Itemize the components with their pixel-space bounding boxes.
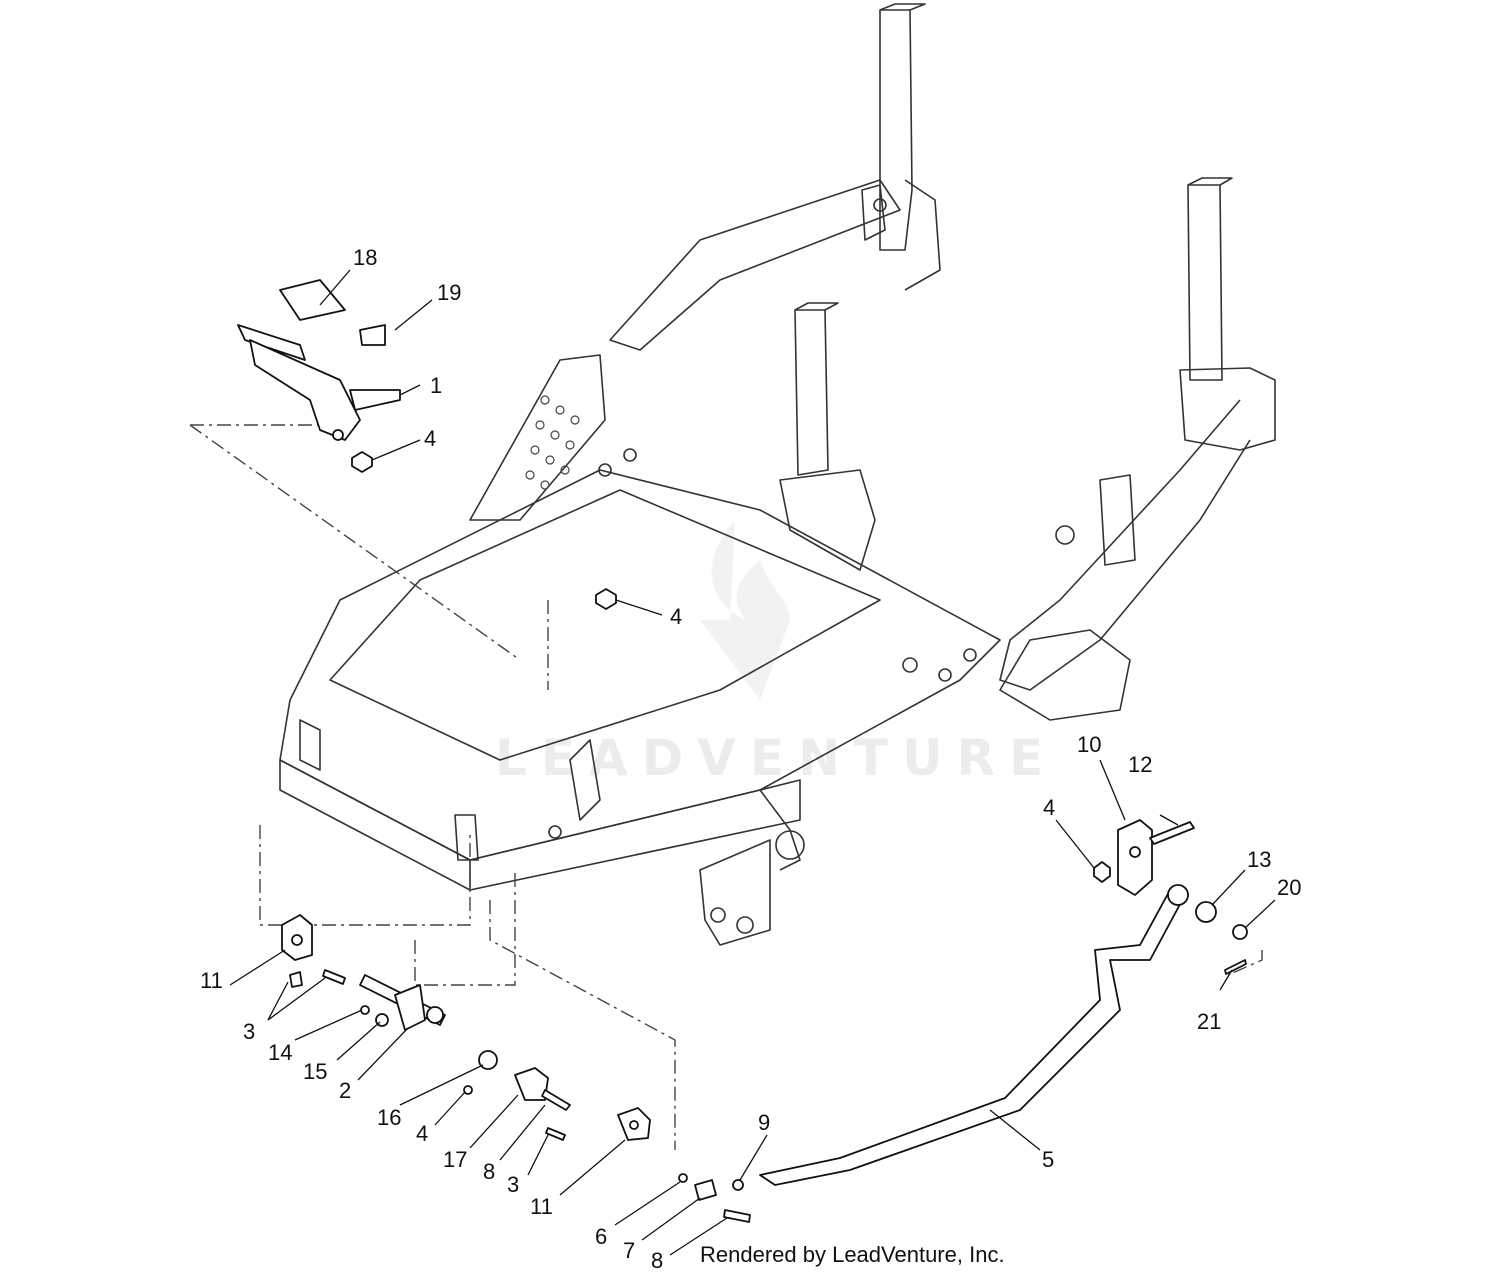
assembly-lines (189, 424, 1263, 1150)
callout-label[interactable]: 8 (651, 1248, 663, 1273)
right-link-assembly (759, 819, 1248, 1186)
nut-part-4-right (1093, 861, 1111, 883)
nut-part-4-mid (595, 588, 617, 610)
callout-label[interactable]: 11 (530, 1194, 553, 1219)
callout-label[interactable]: 8 (483, 1159, 495, 1184)
plate-holes (525, 395, 580, 490)
callout-label[interactable]: 1 (430, 373, 442, 398)
callout-label[interactable]: 4 (1043, 795, 1055, 820)
bolt-part-12 (1149, 821, 1195, 845)
callout-label[interactable]: 19 (437, 280, 461, 305)
callout-label[interactable]: 5 (1042, 1147, 1054, 1172)
callout-label[interactable]: 4 (670, 604, 682, 629)
callout-label[interactable]: 4 (424, 426, 436, 451)
callout-label[interactable]: 16 (377, 1105, 401, 1130)
callout-label[interactable]: 3 (243, 1019, 255, 1044)
nut-part-4-top (351, 451, 373, 473)
callout-label[interactable]: 17 (443, 1147, 467, 1172)
callout-label[interactable]: 18 (353, 245, 377, 270)
chassis-frame (279, 3, 1276, 946)
bolt-part-8-lower (723, 1209, 751, 1223)
callout-label[interactable]: 13 (1247, 847, 1271, 872)
callout-label[interactable]: 15 (303, 1059, 327, 1084)
decal-part-19 (359, 324, 386, 346)
callout-label[interactable]: 9 (758, 1110, 770, 1135)
washer-part-6 (678, 1173, 688, 1183)
callout-label[interactable]: 21 (1197, 1009, 1221, 1034)
pin-part-21 (1224, 959, 1247, 975)
spacer-part-7 (694, 1179, 717, 1201)
callout-label[interactable]: 11 (200, 968, 223, 993)
callout-label[interactable]: 6 (595, 1224, 607, 1249)
bushing-part-16 (478, 1050, 498, 1070)
bracket-part-17 (514, 1067, 549, 1101)
bushing-part-13 (1195, 901, 1217, 923)
leader-lines (229, 269, 1276, 1256)
brake-pedal-assembly (237, 279, 617, 610)
watermark-logo-icon (700, 520, 790, 700)
callout-label[interactable]: 12 (1128, 752, 1152, 777)
callout-label[interactable]: 4 (416, 1121, 428, 1146)
decal-part-18 (279, 279, 346, 321)
callout-label[interactable]: 3 (507, 1172, 519, 1197)
washer-part-20 (1232, 924, 1248, 940)
callout-label[interactable]: 20 (1277, 875, 1301, 900)
lower-linkage (281, 914, 751, 1223)
watermark: LEADVENTURE (495, 520, 1057, 787)
callout-label[interactable]: 7 (623, 1238, 635, 1263)
link-rod-part-5 (759, 889, 1186, 1186)
callout-label[interactable]: 2 (339, 1078, 351, 1103)
render-credit: Rendered by LeadVenture, Inc. (700, 1242, 1005, 1267)
callout-label[interactable]: 10 (1077, 732, 1101, 757)
callout-label[interactable]: 14 (268, 1040, 292, 1065)
watermark-text: LEADVENTURE (495, 729, 1057, 787)
callout-labels: 18 19 1 4 4 10 12 4 13 20 21 11 3 14 15 … (200, 245, 1301, 1273)
nut-part-9 (732, 1179, 744, 1191)
